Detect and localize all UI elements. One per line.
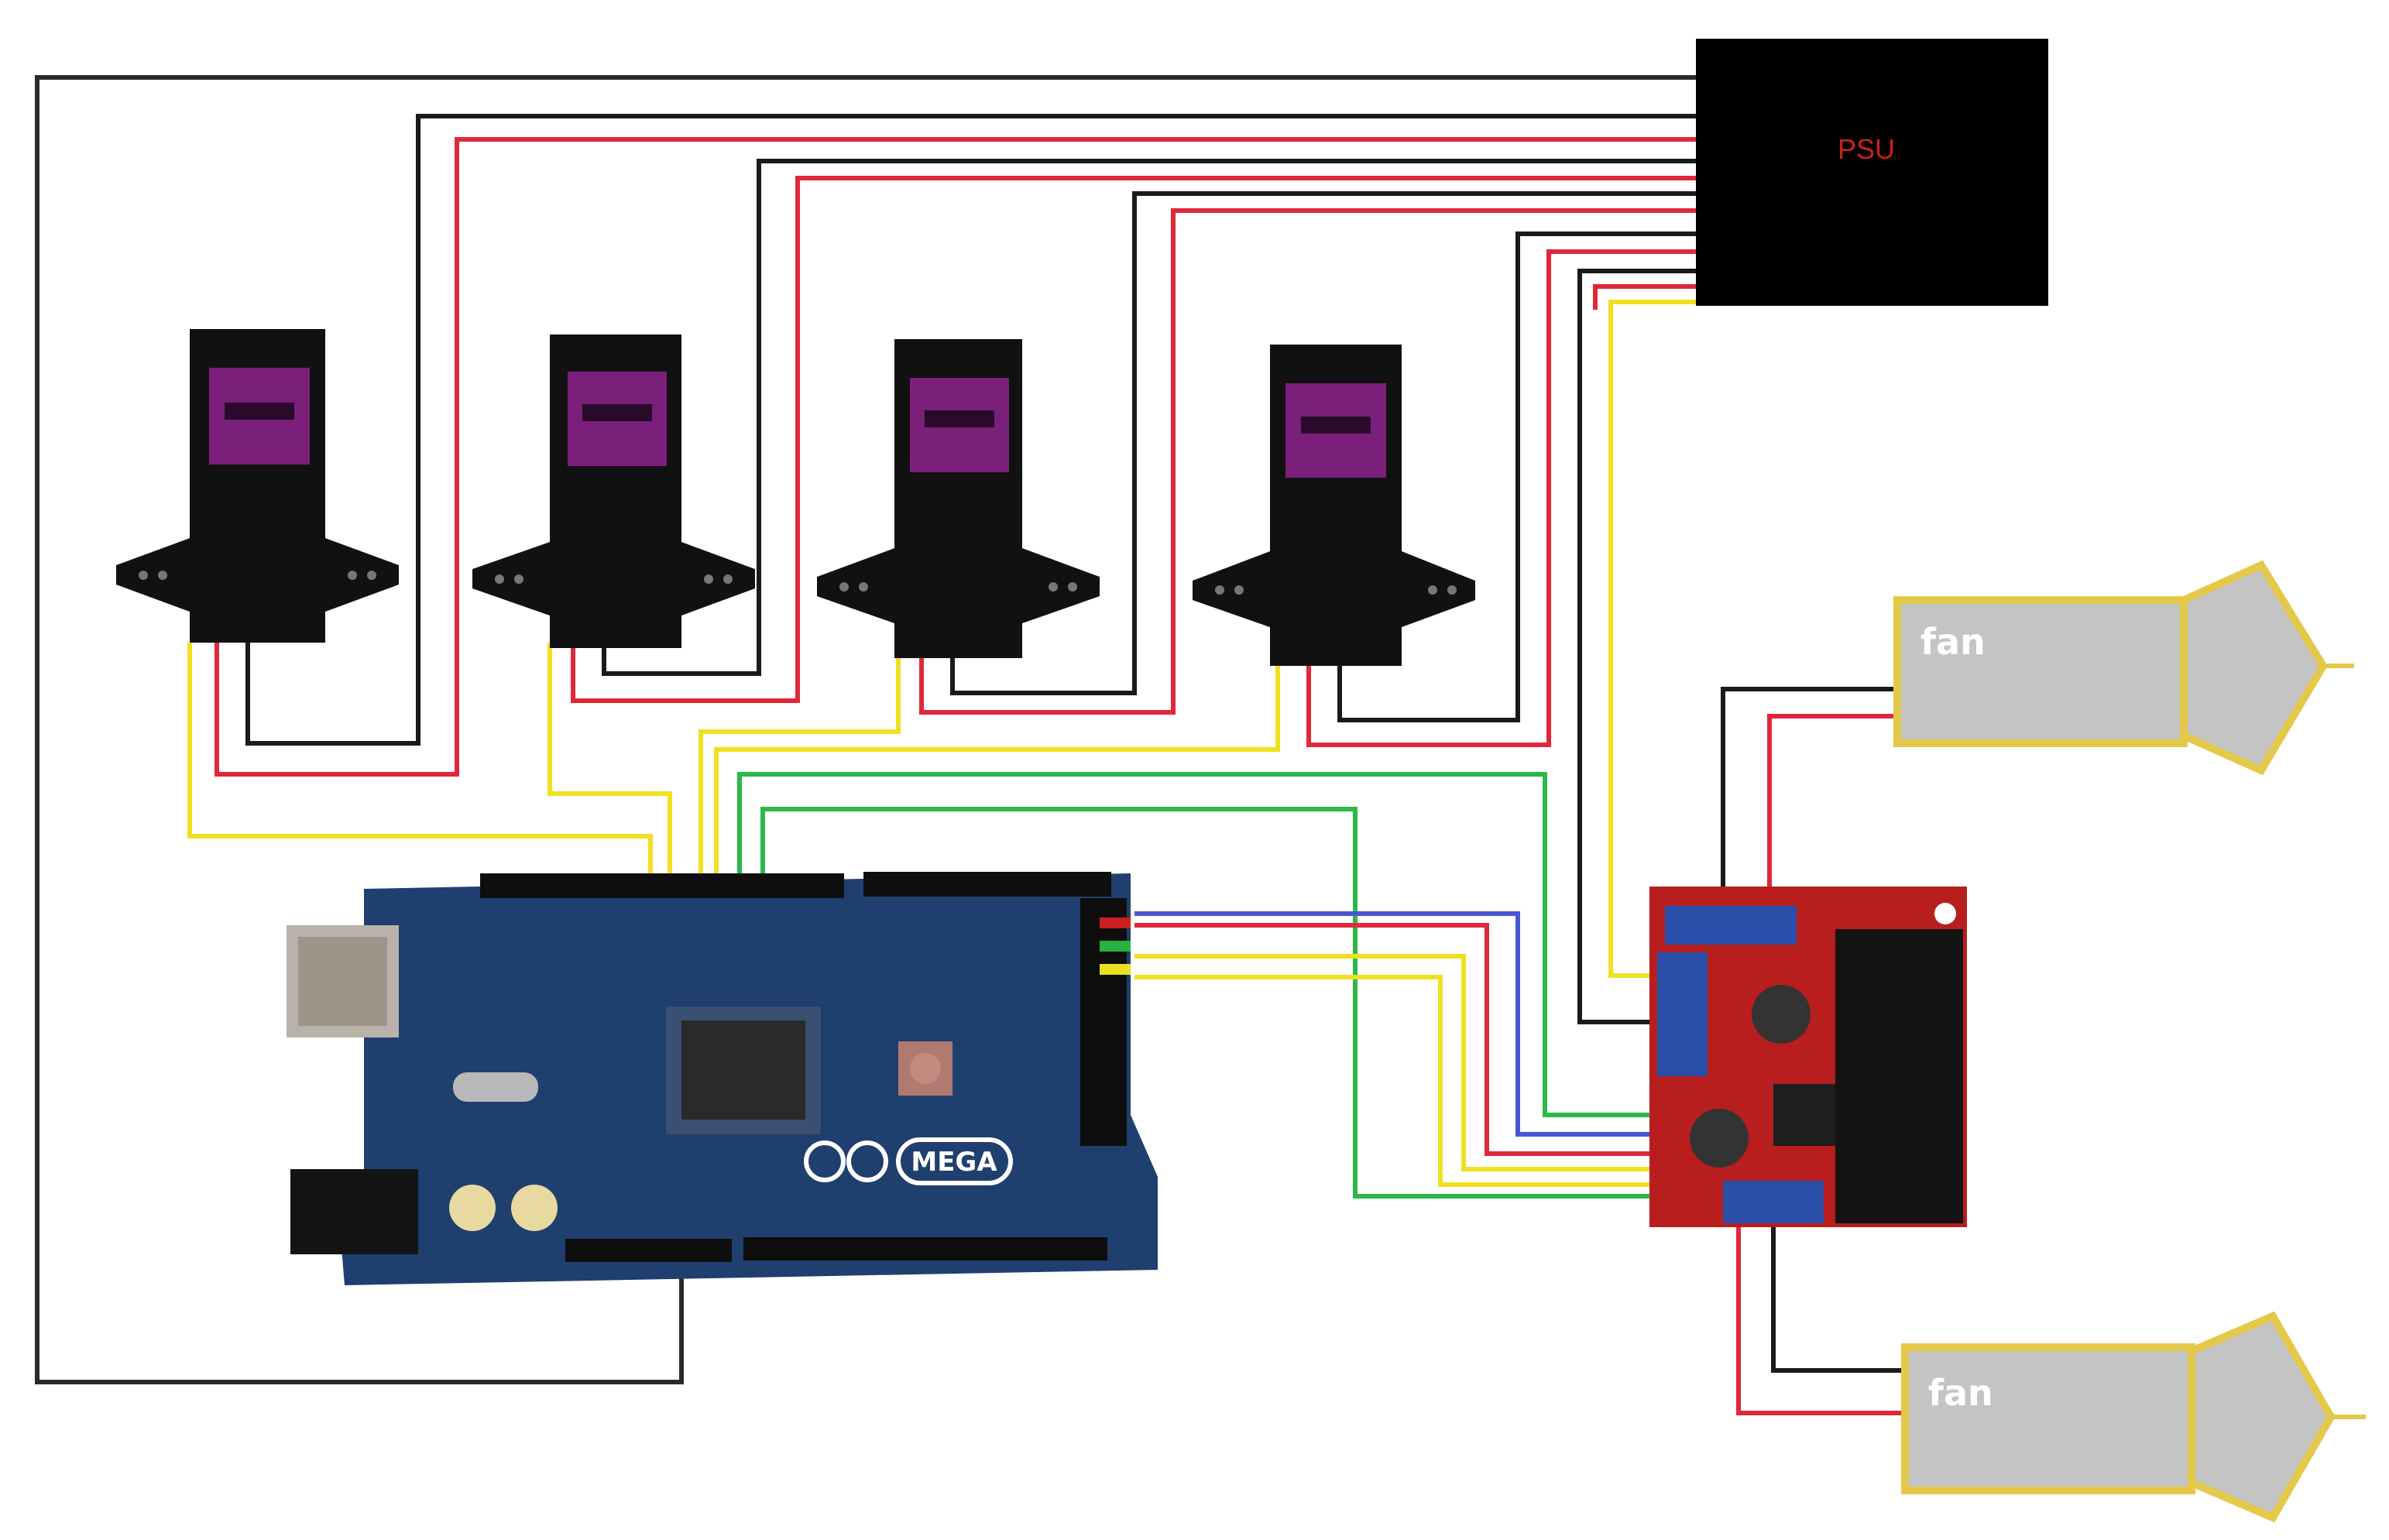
servo3-red-wire <box>919 208 1696 715</box>
servo-sticker-text <box>925 410 994 427</box>
arduino-logo <box>804 1137 1013 1185</box>
servo2-yellow-wire <box>547 643 672 875</box>
servo4-black-wire <box>1337 232 1696 722</box>
psu-driver-black-wire <box>1577 269 1696 1024</box>
servo-horn <box>116 538 399 612</box>
board-brand-label: MEGA <box>911 1147 997 1178</box>
yellow-signal-wire-1 <box>1134 954 1665 1171</box>
psu-driver-red-wire <box>1593 284 1696 310</box>
psu: PSU <box>1696 39 2048 306</box>
capacitor <box>449 1185 496 1231</box>
motor-driver <box>1649 887 1967 1227</box>
horn-hole <box>1215 585 1224 595</box>
fan-blade <box>2188 1311 2336 1523</box>
yellow-header-pin <box>1100 964 1131 975</box>
servo-3 <box>817 339 1100 658</box>
ground-wire-loop <box>35 75 1696 1384</box>
wires <box>35 75 1905 1415</box>
main-chip <box>681 1020 805 1120</box>
header-bottom-right <box>743 1237 1107 1260</box>
psu-label: PSU <box>1838 133 1895 165</box>
driver-heatsink <box>1835 929 1963 1223</box>
servo-sticker-text <box>225 403 294 420</box>
driver-capacitor <box>1752 985 1811 1044</box>
yellow-signal-wire-2 <box>1134 975 1665 1187</box>
servo-horn <box>817 548 1100 623</box>
servo-horn <box>472 542 755 616</box>
horn-hole <box>367 571 376 580</box>
servo2-red-wire <box>571 176 1696 703</box>
servo3-yellow-wire <box>699 658 901 875</box>
header-top-right <box>863 872 1111 897</box>
horn-hole <box>1068 582 1077 592</box>
horn-hole <box>1428 585 1437 595</box>
fan-body <box>1901 1343 2195 1494</box>
horn-hole <box>158 571 167 580</box>
servo-sticker-text <box>1301 417 1371 434</box>
driver-mount-hole <box>1934 903 1956 924</box>
horn-hole <box>1447 585 1457 595</box>
servo3-black-wire <box>950 191 1696 695</box>
fan-bottom-red-wire <box>1736 1223 1905 1415</box>
servo-horn <box>1193 551 1475 627</box>
header-bottom-left <box>565 1239 732 1262</box>
servo1-yellow-wire <box>187 643 653 875</box>
horn-hole <box>859 582 868 592</box>
servo-4 <box>1193 345 1475 666</box>
servo1-red-wire <box>215 137 1696 777</box>
fan-body <box>1893 596 2188 747</box>
horn-hole <box>495 574 504 584</box>
horn-hole <box>139 571 148 580</box>
fan-bottom: fan <box>1901 1311 2366 1523</box>
fan-top-label: fan <box>1920 621 1986 663</box>
servo4-red-wire <box>1306 249 1696 747</box>
servo1-black-wire <box>245 114 1696 746</box>
servo-2 <box>472 334 755 648</box>
red-header-pin <box>1100 917 1131 928</box>
horn-hole <box>348 571 357 580</box>
capacitor <box>511 1185 558 1231</box>
servo2-black-wire <box>602 159 1696 676</box>
horn-hole <box>839 582 849 592</box>
fan-blade <box>2180 560 2328 776</box>
red-signal-wire <box>1134 923 1665 1156</box>
green-wire-1 <box>737 772 1665 1117</box>
horn-hole <box>1234 585 1244 595</box>
arduino-mega: MEGA <box>287 872 1158 1285</box>
driver-chip <box>1773 1084 1835 1146</box>
dc-jack <box>290 1169 418 1254</box>
horn-hole <box>704 574 713 584</box>
horn-hole <box>1049 582 1058 592</box>
usb-port-inner <box>298 937 387 1026</box>
servo-1 <box>116 329 399 643</box>
header-right <box>1080 898 1127 1146</box>
reset-button-cap <box>910 1053 941 1084</box>
driver-terminal-bottom <box>1723 1181 1824 1223</box>
driver-terminal-left <box>1657 952 1708 1076</box>
servo-sticker-text <box>582 404 652 421</box>
fan-top-black-wire <box>1721 687 1897 890</box>
horn-hole <box>514 574 523 584</box>
fan-top-red-wire <box>1767 714 1897 890</box>
fan-top: fan <box>1893 560 2354 776</box>
driver-terminal-top <box>1665 906 1797 945</box>
green-wire-2 <box>760 807 1665 1199</box>
green-header-pin <box>1100 941 1131 952</box>
crystal <box>453 1072 538 1102</box>
header-top-left <box>480 873 844 898</box>
blue-signal-wire <box>1134 911 1665 1137</box>
horn-hole <box>723 574 733 584</box>
fan-bottom-black-wire <box>1771 1223 1905 1373</box>
fan-bottom-label: fan <box>1928 1372 1993 1414</box>
servo4-yellow-wire <box>714 666 1280 875</box>
psu-body <box>1696 39 2048 306</box>
driver-capacitor <box>1690 1109 1749 1168</box>
psu-driver-yellow-wire <box>1608 300 1696 978</box>
